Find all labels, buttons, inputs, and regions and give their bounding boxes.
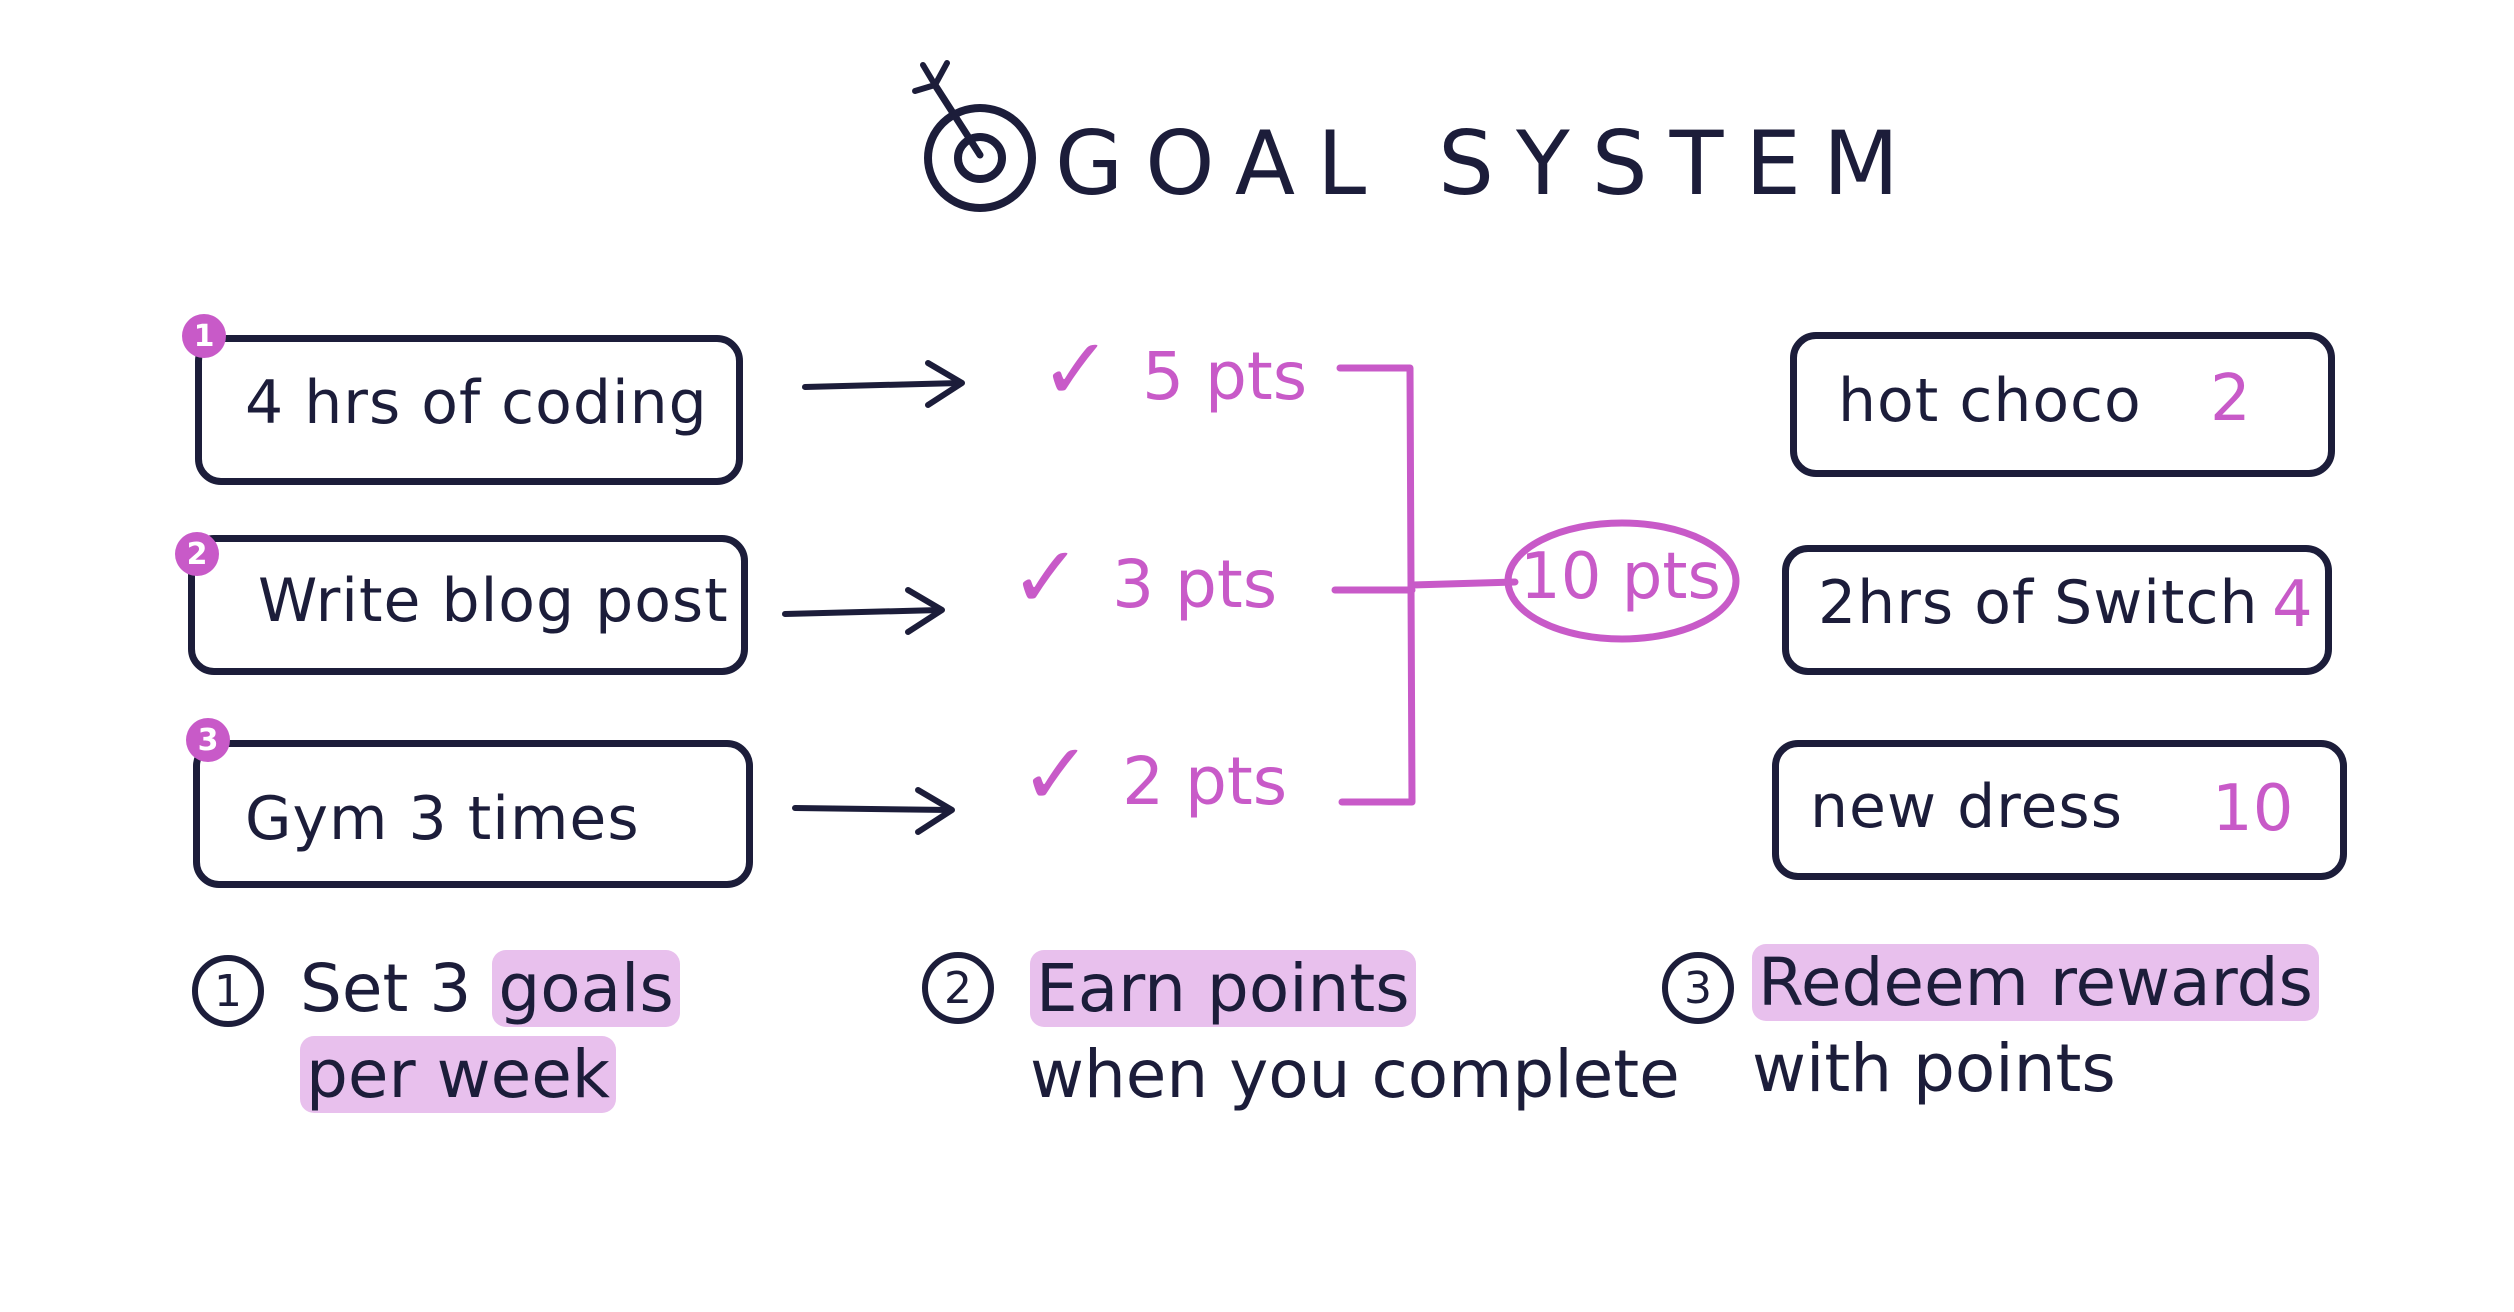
step-text-1: Set 3 goals per week	[300, 946, 680, 1118]
reward-cost-2: 4	[2272, 568, 2313, 642]
step-1-line1-highlight: goals	[492, 950, 680, 1027]
step-3-line2-plain: with points	[1752, 1030, 2116, 1107]
reward-cost-3: 10	[2212, 772, 2294, 846]
goal-label-2: Write blog post	[258, 566, 729, 636]
points-item-2: ✓ 3 pts	[1010, 528, 1277, 628]
goal-badge-1: 1	[182, 314, 226, 358]
goal-badge-2: 2	[175, 532, 219, 576]
goal-label-3: Gym 3 times	[245, 784, 640, 854]
step-number-2: 2	[922, 952, 994, 1024]
points-item-1: ✓ 5 pts	[1040, 320, 1307, 420]
reward-box-1	[1790, 332, 2335, 477]
goal-box-1	[195, 335, 743, 485]
reward-cost-1: 2	[2210, 362, 2251, 436]
goal-label-1: 4 hrs of coding	[245, 368, 708, 438]
step-number-3: 3	[1662, 952, 1734, 1024]
points-label-1: 5 pts	[1142, 338, 1308, 415]
step-1-line2-highlight: per week	[300, 1036, 617, 1113]
sum-bracket	[1331, 364, 1519, 806]
step-2-line2-plain: when you complete	[1030, 1036, 1680, 1113]
step-text-2: Earn points when you complete	[1030, 946, 1680, 1118]
step-2-line1-highlight: Earn points	[1030, 950, 1416, 1027]
goal-box-3	[193, 740, 753, 888]
reward-label-3: new dress	[1810, 772, 2123, 842]
arrow-icon-3	[792, 787, 955, 835]
total-circle	[1504, 519, 1740, 643]
points-item-3: ✓ 2 pts	[1020, 725, 1287, 825]
step-text-3: Redeem rewards with points	[1752, 940, 2319, 1112]
step-number-1: 1	[192, 955, 264, 1027]
reward-box-2	[1782, 545, 2332, 675]
step-3-line1-highlight: Redeem rewards	[1752, 944, 2319, 1021]
reward-label-1: hot choco	[1838, 366, 2142, 436]
points-label-2: 3 pts	[1112, 546, 1278, 623]
target-icon	[912, 60, 1036, 212]
reward-label-2: 2hrs of Switch	[1818, 568, 2259, 638]
points-label-3: 2 pts	[1122, 743, 1288, 820]
page-title: GOAL SYSTEM	[1055, 112, 1921, 215]
step-1-line1-plain: Set 3	[300, 950, 493, 1027]
total-points: 10 pts	[1520, 540, 1721, 614]
check-icon: ✓	[1010, 528, 1083, 628]
arrow-icon-2	[782, 587, 945, 635]
check-icon: ✓	[1040, 320, 1113, 420]
goal-badge-3: 3	[186, 718, 230, 762]
check-icon: ✓	[1020, 725, 1093, 825]
arrow-icon-1	[802, 360, 965, 408]
reward-box-3	[1772, 740, 2347, 880]
goal-box-2	[188, 535, 748, 675]
